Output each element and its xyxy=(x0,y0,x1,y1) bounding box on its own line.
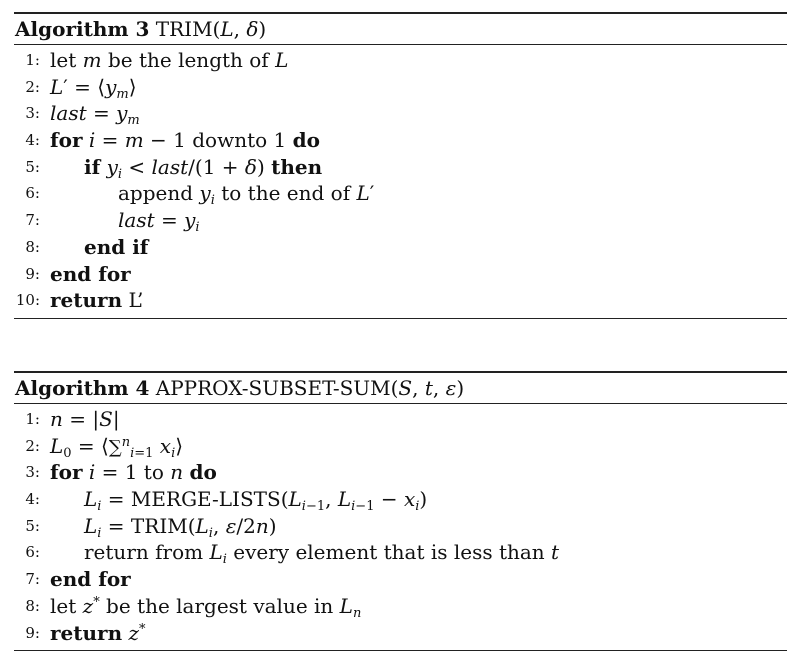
line-number: 6: xyxy=(25,184,40,203)
line-text: for i = 1 to n do xyxy=(50,460,217,485)
line-text: if yi < last/(1 + δ) then xyxy=(84,154,323,182)
line-number: 8: xyxy=(25,237,40,256)
code-line: 1: n = |S| xyxy=(14,406,787,433)
line-number: 10: xyxy=(15,291,40,310)
line-number: 8: xyxy=(25,596,40,615)
code-line: 8: end if xyxy=(14,234,787,261)
line-text: Li = TRIM(Li, ε/2n) xyxy=(84,513,277,541)
line-text: let m be the length of L xyxy=(50,48,289,72)
code-line: 2: L′ = ⟨ym⟩ xyxy=(14,74,787,101)
line-number: 9: xyxy=(25,623,40,642)
code-line: 9: end for xyxy=(14,261,787,288)
bottom-rule xyxy=(14,650,787,652)
line-text: return from Li every element that is les… xyxy=(84,540,560,568)
code-line: 5: Li = TRIM(Li, ε/2n) xyxy=(14,513,787,540)
code-line: 4: Li = MERGE-LISTS(Li−1, Li−1 − xi) xyxy=(14,486,787,513)
algorithm-4-title: APPROX-SUBSET-SUM(S, t, ε) xyxy=(155,376,465,400)
code-line: 3: last = ym xyxy=(14,100,787,127)
line-number: 2: xyxy=(25,436,40,455)
line-text: end for xyxy=(50,261,131,286)
code-line: 4: for i = m − 1 downto 1 do xyxy=(14,127,787,154)
line-text: Li = MERGE-LISTS(Li−1, Li−1 − xi) xyxy=(84,487,428,515)
caption-rule xyxy=(14,44,787,45)
algorithm-3-caption: Algorithm 3 TRIM(L, δ) xyxy=(14,14,787,44)
line-number: 4: xyxy=(25,131,40,150)
line-number: 1: xyxy=(25,51,40,69)
line-text: return L’ xyxy=(50,288,144,313)
algorithm-4-block: Algorithm 4 APPROX-SUBSET-SUM(S, t, ε) 1… xyxy=(14,371,787,652)
code-line: 3: for i = 1 to n do xyxy=(14,459,787,486)
bottom-rule xyxy=(14,317,787,319)
algorithm-3-body: 1: let m be the length of L 2: L′ = ⟨ym⟩… xyxy=(14,45,787,318)
code-line: 5: if yi < last/(1 + δ) then xyxy=(14,154,787,181)
algorithm-4-label: Algorithm 4 xyxy=(15,376,150,400)
line-number: 1: xyxy=(25,410,40,428)
line-number: 3: xyxy=(25,104,40,123)
code-line: 1: let m be the length of L xyxy=(14,47,787,74)
algorithm-3-title: TRIM(L, δ) xyxy=(155,17,267,41)
line-text: last = yi xyxy=(118,208,200,236)
code-line: 7: end for xyxy=(14,566,787,593)
algorithm-3-block: Algorithm 3 TRIM(L, δ) 1: let m be the l… xyxy=(14,12,787,319)
line-number: 5: xyxy=(25,516,40,535)
code-line: 9: return z* xyxy=(14,620,787,647)
line-text: last = ym xyxy=(50,101,140,129)
code-line: 7: last = yi xyxy=(14,207,787,234)
line-text: for i = m − 1 downto 1 do xyxy=(50,128,320,153)
line-number: 2: xyxy=(25,77,40,96)
line-number: 5: xyxy=(25,157,40,176)
line-number: 9: xyxy=(25,264,40,283)
line-text: let z* be the largest value in Ln xyxy=(50,593,362,621)
code-line: 6: append yi to the end of L′ xyxy=(14,180,787,207)
algorithm-4-caption: Algorithm 4 APPROX-SUBSET-SUM(S, t, ε) xyxy=(14,373,787,403)
line-text: L0 = ⟨∑ni=1 xi⟩ xyxy=(50,433,184,461)
code-line: 6: return from Li every element that is … xyxy=(14,539,787,566)
line-number: 3: xyxy=(25,463,40,482)
line-text: end if xyxy=(84,234,149,259)
line-text: n = |S| xyxy=(50,407,120,431)
algorithm-3-label: Algorithm 3 xyxy=(15,17,150,41)
line-number: 4: xyxy=(25,490,40,509)
top-rule xyxy=(14,371,787,373)
algorithm-4-body: 1: n = |S| 2: L0 = ⟨∑ni=1 xi⟩ 3: for i =… xyxy=(14,404,787,650)
code-line: 8: let z* be the largest value in Ln xyxy=(14,593,787,620)
line-text: L′ = ⟨ym⟩ xyxy=(50,74,137,102)
caption-rule xyxy=(14,403,787,404)
top-rule xyxy=(14,12,787,14)
line-text: return z* xyxy=(50,620,146,645)
code-line: 10: return L’ xyxy=(14,287,787,314)
code-line: 2: L0 = ⟨∑ni=1 xi⟩ xyxy=(14,433,787,460)
line-number: 6: xyxy=(25,543,40,562)
line-text: end for xyxy=(50,567,131,592)
line-number: 7: xyxy=(25,570,40,589)
line-number: 7: xyxy=(25,211,40,230)
line-text: append yi to the end of L′ xyxy=(118,181,375,209)
